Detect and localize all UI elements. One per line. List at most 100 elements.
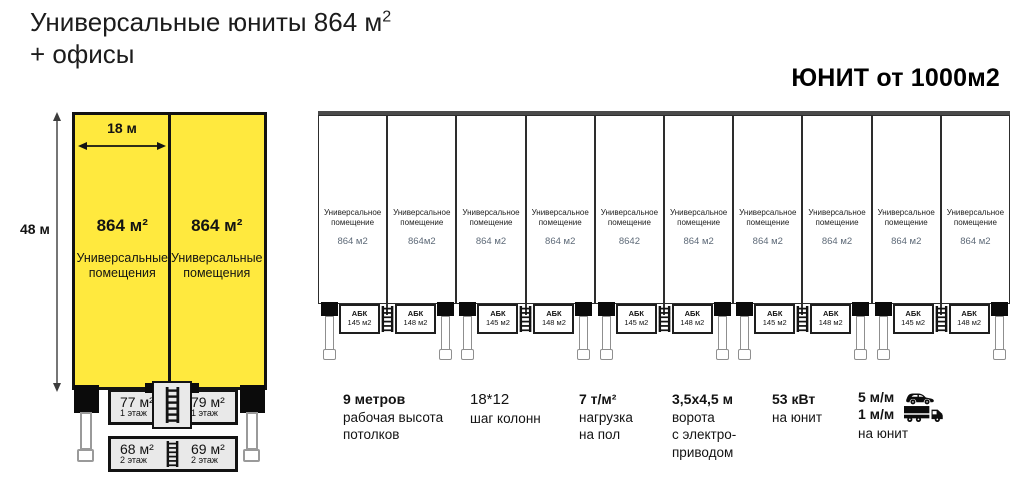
dock-ramp (994, 316, 1004, 350)
abk-name-label: АБК (905, 309, 921, 318)
loading-dock (74, 385, 99, 413)
dock-ramp-foot (577, 349, 591, 360)
abk-name-label: АБК (351, 309, 368, 318)
unit-type-label: Универсальное помещение (600, 208, 659, 227)
spec-title: 3,5х4,5 м (672, 391, 733, 407)
loading-dock (437, 302, 454, 316)
office-room: 77 м² 1 этаж (111, 392, 164, 422)
unit-area-label: 864 м2 (683, 236, 714, 247)
abk-area-label: 148 м2 (957, 318, 982, 327)
spec-line: на юнит (858, 426, 909, 442)
building-unit-left: 864 м² Универсальные помещения (75, 115, 170, 387)
spec-line: на юнит (772, 410, 823, 425)
office-floor-label: 2 этаж (191, 455, 218, 466)
dock-ramp (579, 316, 589, 350)
unit-size-title: ЮНИТ от 1000м2 (791, 64, 1000, 92)
spec-line: потолков (343, 427, 400, 443)
stairwell-icon (796, 306, 810, 332)
dock-ramp-foot (439, 349, 452, 360)
abk-name-label: АБК (823, 309, 839, 318)
unit-divider-line (524, 304, 527, 315)
loading-dock (990, 302, 1008, 316)
unit-type-label: Универсальное помещение (669, 208, 728, 227)
loading-dock (597, 302, 615, 316)
dock-ramp-foot (876, 349, 890, 360)
unit-area-label: 864 м2 (337, 236, 368, 247)
truck-icon (904, 406, 944, 423)
dock-ramp (878, 316, 888, 350)
dock-ramp (80, 412, 92, 450)
dock-ramp-foot (323, 349, 336, 360)
dock-ramp (325, 316, 334, 350)
spec-line: приводом (672, 444, 734, 460)
unit-type-label: Универсальные помещения (76, 251, 169, 281)
spec-title: 53 кВт (772, 391, 816, 407)
height-dimension-label: 48 м (20, 221, 50, 237)
spec-floor-load: 7 т/м² нагрузка на пол (579, 391, 633, 444)
unit-divider-line (939, 304, 942, 315)
office-area-label: 79 м² (191, 393, 225, 410)
abk-area-label: 145 м2 (624, 318, 649, 327)
spec-line: рабочая высота (343, 410, 444, 425)
units-schematic: Универсальное помещение 864 м2 Универсаль… (318, 111, 1011, 304)
spec-line: на пол (579, 427, 621, 443)
dock-ramp-foot (599, 349, 613, 360)
dock-ramp-foot (854, 349, 868, 360)
spec-line: ворота (672, 410, 715, 425)
office-area-label: 77 м² (120, 393, 154, 410)
unit-area-label: 864 м2 (752, 236, 783, 247)
dock-ramp (717, 316, 727, 350)
spec-title: 5 м/м (858, 389, 895, 405)
office-room: 68 м² 2 этаж (111, 439, 164, 469)
dock-ramp-foot (992, 349, 1006, 360)
building-unit-right: 864 м² Универсальные помещения (170, 115, 265, 387)
dock-ramp (441, 316, 450, 350)
page-title-line2: + офисы (30, 39, 135, 70)
stairwell-icon (161, 441, 183, 467)
dock-ramp (463, 316, 473, 350)
spec-power: 53 кВт на юнит (772, 391, 822, 426)
dock-ramp (246, 412, 258, 450)
office-area-label: 68 м² (120, 440, 154, 457)
unit-column: Универсальное помещение 864 м2 (664, 115, 734, 304)
office-room: 79 м² 1 этаж (164, 392, 235, 422)
stairwell-icon (519, 306, 533, 332)
unit-divider-wall (168, 115, 171, 387)
unit-divider-line (386, 304, 389, 315)
stairwell-icon (934, 306, 948, 332)
loading-dock (713, 302, 731, 316)
unit-divider-line (663, 304, 666, 315)
stairwell-bracket (145, 383, 153, 393)
building-plan: 18 м 864 м² Универсальные помещения 864 … (72, 112, 267, 390)
page-title: Универсальные юниты 864 м2 + офисы (30, 6, 391, 70)
unit-type-label: Универсальное помещение (462, 208, 520, 227)
spec-line: с электро- (672, 427, 737, 443)
car-icon (906, 393, 935, 404)
dock-ramp (856, 316, 866, 350)
unit-type-label: Универсальные помещения (170, 251, 263, 281)
unit-type-label: Универсальное помещение (531, 208, 589, 227)
office-floor-label: 2 этаж (120, 455, 147, 466)
unit-area-label: 864м2 (407, 236, 436, 247)
unit-divider-line (801, 304, 804, 315)
abk-area-label: 145 м2 (347, 318, 372, 327)
spec-line: шаг колонн (470, 411, 541, 426)
spec-title: 18*12 (470, 391, 510, 408)
spec-ceiling-height: 9 метров рабочая высота потолков (343, 391, 443, 444)
